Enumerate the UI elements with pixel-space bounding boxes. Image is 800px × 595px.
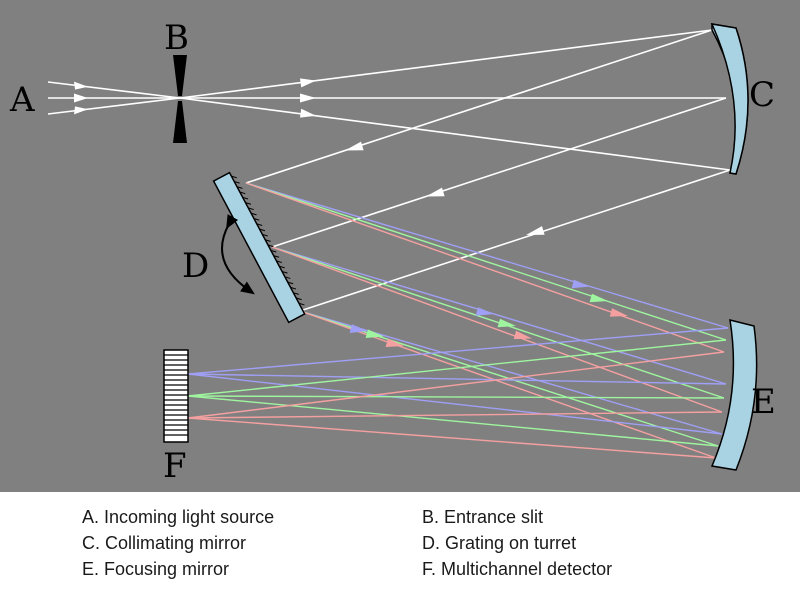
incoming-arrowheads bbox=[74, 81, 88, 115]
diverging-rays-to-collimator bbox=[179, 29, 731, 171]
collimating-mirror-body bbox=[710, 23, 749, 175]
label-c: C bbox=[749, 75, 775, 115]
legend: A. Incoming light source B. Entrance sli… bbox=[0, 492, 800, 595]
multichannel-detector bbox=[163, 349, 189, 443]
focused-rays bbox=[187, 327, 729, 459]
label-e: E bbox=[751, 382, 776, 422]
label-a: A bbox=[9, 80, 35, 120]
entrance-slit bbox=[173, 55, 187, 143]
collimated-rays-to-grating bbox=[245, 29, 731, 312]
legend-item-c: C. Collimating mirror bbox=[82, 533, 247, 553]
legend-item-e: E. Focusing mirror bbox=[82, 559, 230, 579]
diffraction-grating bbox=[212, 171, 306, 324]
legend-item-a: A. Incoming light source bbox=[82, 507, 275, 527]
diverging-arrowheads bbox=[300, 78, 316, 118]
label-f: F bbox=[163, 446, 187, 486]
turret-rotation-arrow-icon bbox=[221, 214, 255, 295]
legend-item-d: D. Grating on turret bbox=[422, 533, 577, 553]
focusing-mirror bbox=[710, 318, 758, 471]
legend-item-f: F. Multichannel detector bbox=[422, 559, 613, 579]
incoming-light-rays bbox=[47, 81, 181, 115]
label-d: D bbox=[182, 246, 209, 286]
legend-item-b: B. Entrance slit bbox=[422, 507, 544, 527]
collimated-arrowheads bbox=[345, 141, 545, 235]
label-b: B bbox=[164, 18, 189, 58]
dispersed-arrowheads bbox=[349, 279, 628, 347]
spectrometer-diagram: A B C D E F bbox=[0, 0, 800, 492]
